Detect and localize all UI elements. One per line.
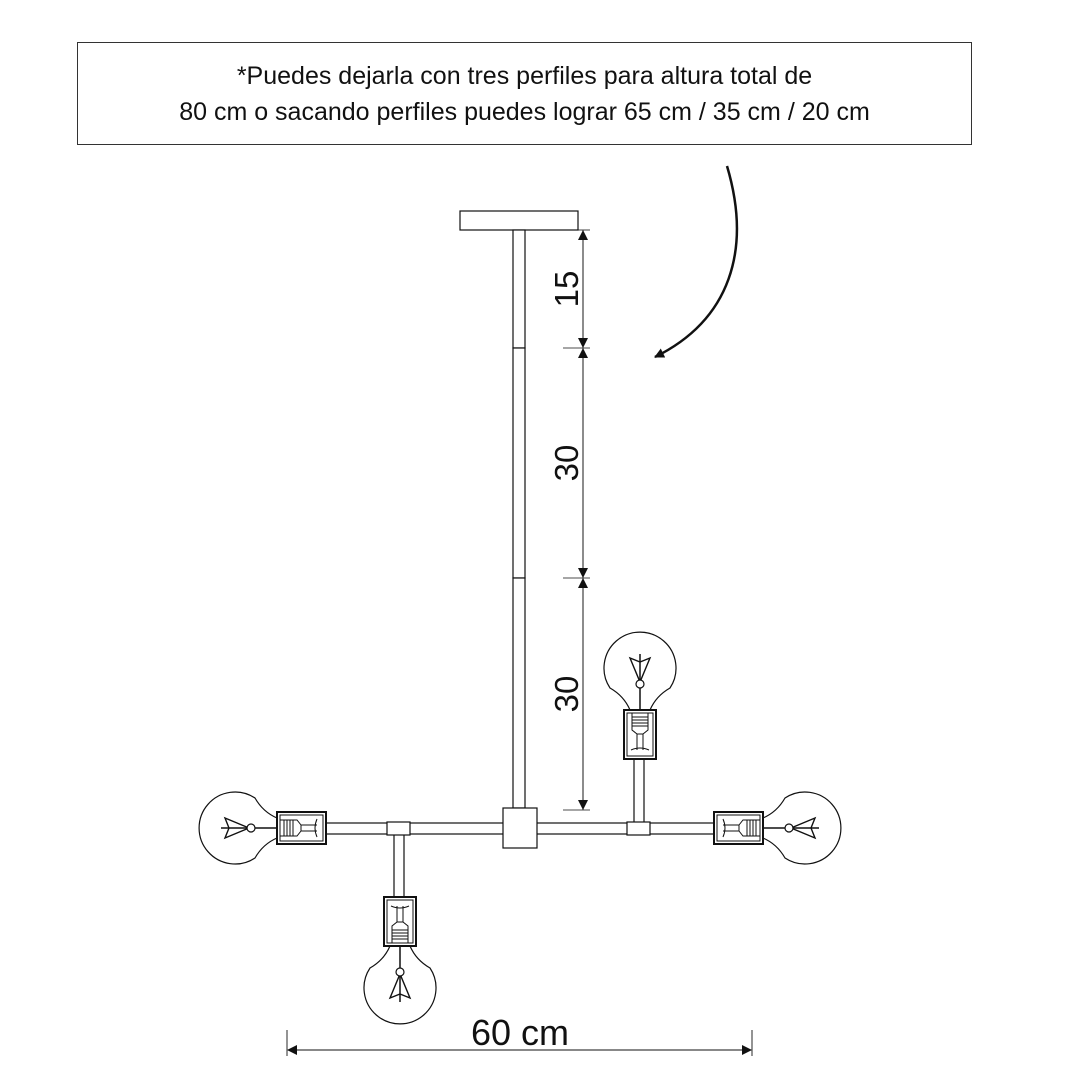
dimension-label-15: 15 <box>548 271 585 308</box>
bulb-right <box>713 791 842 865</box>
connector-right <box>626 821 651 836</box>
dimension-label-30-upper: 30 <box>548 445 585 482</box>
arm-down-left <box>393 833 405 899</box>
ceiling-canopy <box>459 210 579 231</box>
connector-left <box>386 821 411 836</box>
rod-profile-3 <box>512 577 526 809</box>
bulb-top-right <box>603 631 677 760</box>
width-dimension <box>286 1030 753 1056</box>
note-line-2: 80 cm o sacando perfiles puedes lograr 6… <box>179 98 870 126</box>
dimension-label-width: 60 cm <box>471 1012 569 1053</box>
note-box: *Puedes dejarla con tres perfiles para a… <box>77 42 972 145</box>
bulb-bottom-left <box>363 896 437 1025</box>
curved-arrow-icon <box>654 165 739 359</box>
note-line-1: *Puedes dejarla con tres perfiles para a… <box>236 62 813 90</box>
arm-up-right <box>633 757 645 824</box>
dimension-label-30-lower: 30 <box>548 676 585 713</box>
bulb-left <box>198 791 327 865</box>
center-block <box>502 807 538 849</box>
height-dimension <box>563 229 590 811</box>
rod-profile-2 <box>512 347 526 579</box>
rod-profile-1 <box>512 229 526 349</box>
